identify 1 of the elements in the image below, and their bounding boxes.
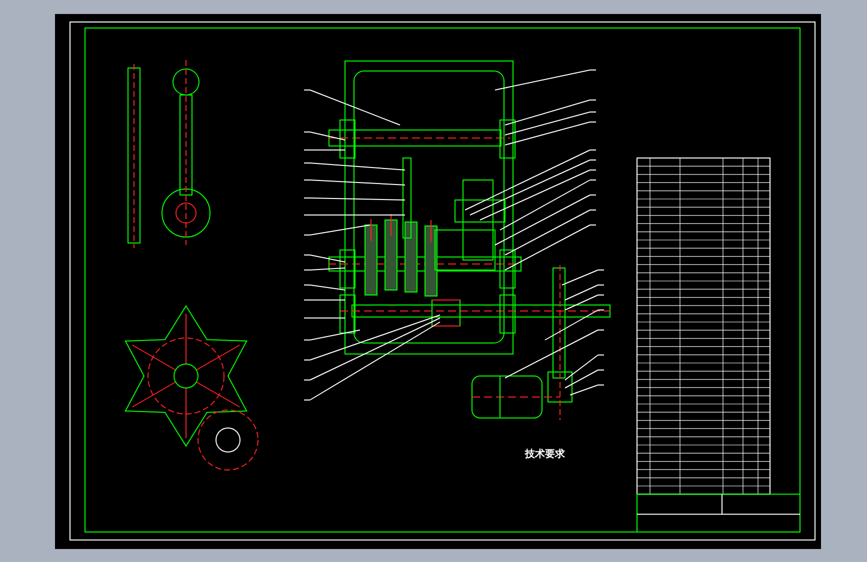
technical-requirements-heading: 技术要求 [525,448,565,461]
